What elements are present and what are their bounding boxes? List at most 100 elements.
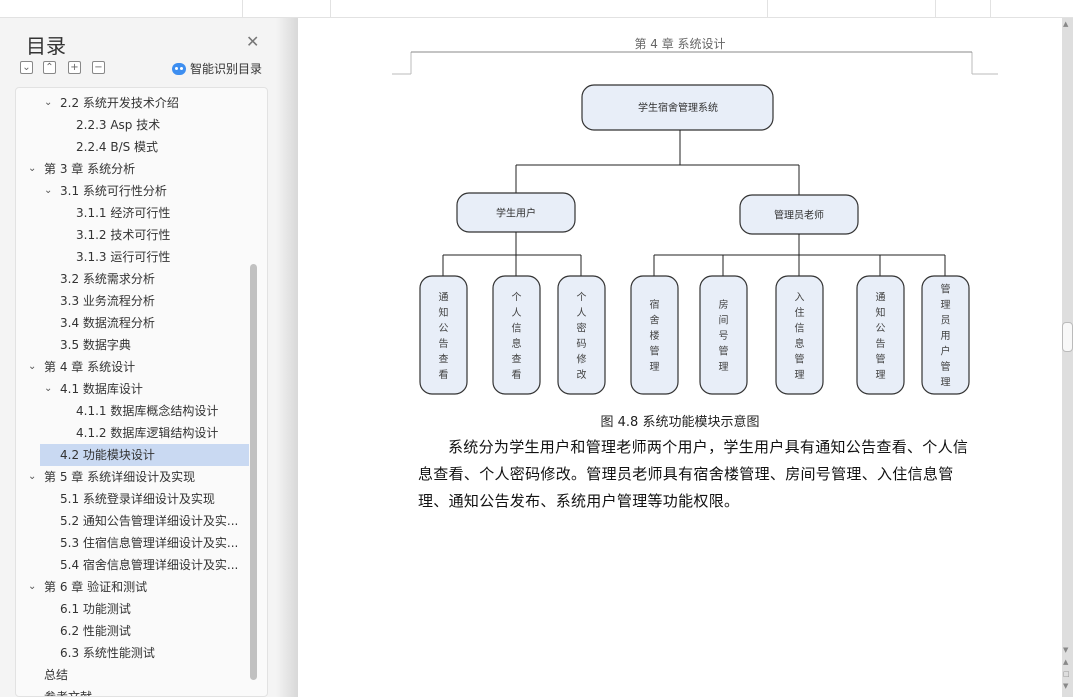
module-label-char: 查 [439,352,449,365]
document-scrollbar[interactable]: ▲ ▼ ▲ □ ▼ [1062,18,1073,697]
module-label-char: 个 [577,291,587,303]
module-label-char: 告 [439,337,449,350]
module-label-char: 息 [512,337,522,350]
module-label-char: 码 [577,338,587,350]
toc-item[interactable]: 2.2.3 Asp 技术 [16,114,249,136]
toc-item[interactable]: 5.3 住宿信息管理详细设计及实... [16,532,249,554]
module-label-char: 公 [876,323,886,334]
module-box [492,275,541,395]
toc-item[interactable]: 3.5 数据字典 [16,334,249,356]
toc-item[interactable]: 3.1.3 运行可行性 [16,246,249,268]
expand-all-icon[interactable]: + [68,61,81,74]
module-label-char: 间 [719,314,729,327]
module-label-char: 舍 [650,314,660,327]
toc-item-label: 4.1 数据库设计 [60,382,143,396]
toc-item[interactable]: 6.2 性能测试 [16,620,249,642]
toc-item-label: 参考文献 [44,690,93,697]
module-label-char: 理 [941,377,951,389]
module-label-char: 管 [876,352,886,365]
toc-item[interactable]: 6.1 功能测试 [16,598,249,620]
collapse-up-icon[interactable]: ⌃ [43,61,56,74]
root-label: 学生宿舍管理系统 [638,101,718,114]
toc-item[interactable]: 3.3 业务流程分析 [16,290,249,312]
toc-item[interactable]: ⌄第 4 章 系统设计 [16,356,249,378]
toc-item-label: 5.2 通知公告管理详细设计及实... [60,514,239,528]
toc-item-label: 3.3 业务流程分析 [60,294,155,308]
toc-item-label: 第 5 章 系统详细设计及实现 [44,470,196,484]
module-label-char: 知 [876,306,886,319]
toc-item[interactable]: 参考文献 [16,686,249,697]
toc-item[interactable]: ⌄ 4.1 数据库设计 [16,378,249,400]
toc-item[interactable]: ⌄ 3.1 系统可行性分析 [16,180,249,202]
group-label: 学生用户 [496,207,536,220]
toc-item[interactable]: 3.1.2 技术可行性 [16,224,249,246]
document-page: 第 4 章 系统设计 学生宿舍管理系统学生用户通知公告查看个人信息查看个人密码修… [298,18,1062,697]
module-label-char: 人 [512,307,522,319]
panel-gap [276,18,298,697]
toc-item[interactable]: 5.1 系统登录详细设计及实现 [16,488,249,510]
function-module-diagram: 学生宿舍管理系统学生用户通知公告查看个人信息查看个人密码修改管理员老师宿舍楼管理… [392,51,998,395]
module-label-char: 理 [650,361,660,373]
toc-item[interactable]: 5.4 宿舍信息管理详细设计及实... [16,554,249,576]
module-box [699,275,748,395]
chevron-down-icon[interactable]: ⌄ [28,471,37,482]
chevron-down-icon[interactable]: ⌄ [28,581,37,592]
toc-item-label: 4.2 功能模块设计 [60,448,155,462]
toc-item[interactable]: 3.4 数据流程分析 [16,312,249,334]
toc-item[interactable]: 4.1.2 数据库逻辑结构设计 [16,422,249,444]
module-label-char: 理 [941,299,951,311]
toc-item[interactable]: ⌄第 6 章 验证和测试 [16,576,249,598]
toc-scrollbar-thumb[interactable] [250,264,257,680]
collapse-all-icon[interactable]: − [92,61,105,74]
module-label-char: 员 [941,315,951,327]
chevron-down-icon[interactable]: ⌄ [44,383,53,394]
module-label-char: 查 [512,352,522,365]
toc-item[interactable]: 6.3 系统性能测试 [16,642,249,664]
module-label-char: 修 [577,352,587,365]
module-label-char: 通 [876,291,886,303]
document-scrollbar-thumb[interactable] [1062,322,1073,352]
toc-item[interactable]: ⌄第 3 章 系统分析 [16,158,249,180]
toc-item[interactable]: 4.2 功能模块设计 [40,444,249,466]
group-label: 管理员老师 [774,209,824,222]
module-label-char: 楼 [650,329,660,342]
module-label-char: 房 [719,298,729,311]
module-box [921,275,970,395]
module-label-char: 管 [795,352,805,365]
toc-item[interactable]: 5.2 通知公告管理详细设计及实... [16,510,249,532]
toc-item-label: 4.1.2 数据库逻辑结构设计 [76,426,219,440]
toc-item-label: 3.2 系统需求分析 [60,272,155,286]
module-label-char: 告 [876,337,886,350]
toc-item[interactable]: 4.1.1 数据库概念结构设计 [16,400,249,422]
close-icon[interactable]: ✕ [246,32,260,51]
toc-item-label: 总结 [44,668,69,682]
toc-item[interactable]: 总结 [16,664,249,686]
chevron-down-icon[interactable]: ⌄ [28,361,37,372]
toc-item[interactable]: 3.1.1 经济可行性 [16,202,249,224]
smart-toc-button[interactable]: 智能识别目录 [172,60,262,77]
expand-down-icon[interactable]: ⌄ [20,61,33,74]
module-label-char: 公 [439,323,449,334]
toc-item[interactable]: ⌄2.2 系统开发技术介绍 [16,92,249,114]
toc-item-label: 5.4 宿舍信息管理详细设计及实... [60,558,239,572]
ai-icon [172,62,186,75]
toc-item-label: 3.1 系统可行性分析 [60,184,167,198]
module-label-char: 密 [577,321,587,334]
toc-item-label: 5.3 住宿信息管理详细设计及实... [60,536,239,550]
module-label-char: 人 [577,307,587,319]
module-label-char: 通 [439,291,449,303]
toc-item[interactable]: 2.2.4 B/S 模式 [16,136,249,158]
chevron-down-icon[interactable]: ⌄ [44,185,53,196]
chevron-down-icon[interactable]: ⌄ [28,163,37,174]
chevron-down-icon[interactable]: ⌄ [44,97,53,108]
body-paragraph: 系统分为学生用户和管理老师两个用户，学生用户具有通知公告查看、个人信息查看、个人… [418,438,969,510]
module-label-char: 户 [941,345,951,358]
toc-item-label: 3.1.3 运行可行性 [76,250,171,264]
figure-caption: 图 4.8 系统功能模块示意图 [600,415,760,430]
toc-item[interactable]: 3.2 系统需求分析 [16,268,249,290]
module-label-char: 看 [439,368,449,381]
module-label-char: 理 [876,369,886,381]
toc-item[interactable]: ⌄ 第 5 章 系统详细设计及实现 [16,466,249,488]
